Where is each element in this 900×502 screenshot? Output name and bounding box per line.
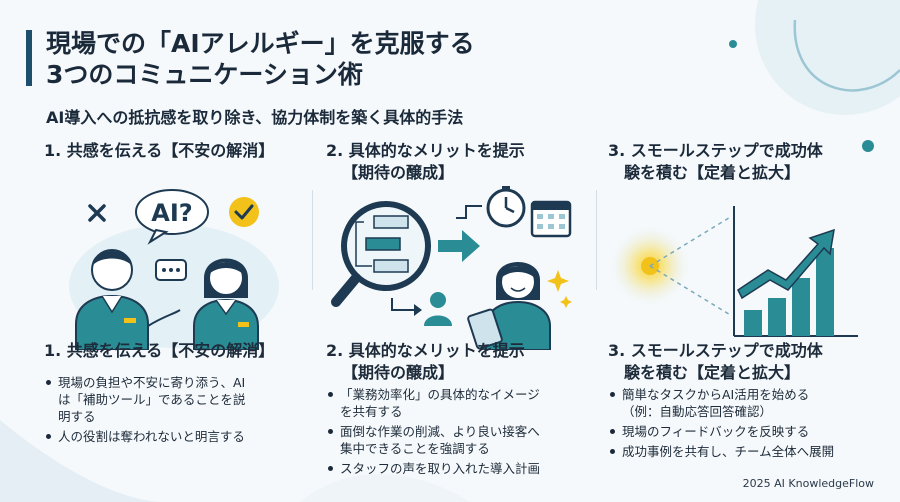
cross-icon bbox=[88, 204, 106, 222]
spark-light-icon bbox=[610, 215, 733, 317]
list-item: 面倒な作業の削減、より良い接客へ 集中できることを強調する bbox=[326, 423, 584, 457]
bullet-list: 「業務効率化」の具体的なイメージ を共有する 面倒な作業の削減、より良い接客へ … bbox=[326, 386, 584, 480]
calendar-icon bbox=[530, 200, 572, 238]
title-line-1: 現場での「AIアレルギー」を克服する bbox=[46, 29, 475, 58]
list-item: 現場のフィードバックを反映する bbox=[608, 423, 878, 440]
column-subheading: 1. 共感を伝える【不安の解消】 bbox=[44, 341, 275, 360]
list-item: 「業務効率化」の具体的なイメージ を共有する bbox=[326, 386, 584, 420]
arrow-right-icon bbox=[438, 230, 480, 262]
speech-bubble-icon: AI? bbox=[135, 189, 209, 245]
list-item: 現場の負担や不安に寄り添う、AI は「補助ツール」であることを説 明する bbox=[44, 374, 302, 425]
trend-arrow-icon bbox=[737, 228, 835, 300]
list-item: 簡単なタスクからAI活用を始める （例：自動応答回答確認） bbox=[608, 386, 878, 420]
bullet-list: 簡単なタスクからAI活用を始める （例：自動応答回答確認） 現場のフィードバック… bbox=[608, 386, 878, 463]
user-icon bbox=[391, 292, 452, 326]
column-benefits: 2. 具体的なメリットを提示 【期待の醸成】 bbox=[326, 140, 584, 476]
column-heading: 2. 具体的なメリットを提示 【期待の醸成】 bbox=[326, 141, 525, 182]
title-accent-bar bbox=[26, 30, 32, 86]
bubble-text: AI? bbox=[151, 199, 192, 227]
growth-illustration bbox=[610, 206, 858, 337]
column-divider bbox=[312, 190, 313, 290]
stopwatch-icon bbox=[486, 186, 526, 228]
page-title: 現場での「AIアレルギー」を克服する 3つのコミュニケーション術 bbox=[46, 28, 475, 90]
column-subheading: 3. スモールステップで成功体 験を積む【定着と拡大】 bbox=[608, 341, 823, 382]
list-item: 人の役割は奪われないと明言する bbox=[44, 428, 302, 445]
column-empathy: 1. 共感を伝える【不安の解消】 AI? bbox=[44, 140, 302, 475]
chat-icon bbox=[155, 259, 187, 281]
column-small-steps: 3. スモールステップで成功体 験を積む【定着と拡大】 3. ス bbox=[608, 140, 878, 475]
sparkle-icon bbox=[547, 270, 572, 308]
check-icon bbox=[229, 197, 259, 227]
column-heading: 1. 共感を伝える【不安の解消】 bbox=[44, 141, 275, 160]
female-staff-icon bbox=[193, 258, 259, 350]
list-item: スタッフの声を取り入れた導入計画 bbox=[326, 460, 584, 477]
footer-credit: 2025 AI KnowledgeFlow bbox=[742, 477, 874, 490]
magnifier-icon bbox=[331, 201, 431, 307]
page-subtitle: AI導入への抵抗感を取り除き、協力体制を築く具体的手法 bbox=[46, 108, 464, 127]
title-line-2: 3つのコミュニケーション術 bbox=[46, 60, 363, 89]
column-heading: 3. スモールステップで成功体 験を積む【定着と拡大】 bbox=[608, 141, 823, 182]
empathy-illustration: AI? bbox=[69, 189, 279, 350]
list-item: 成功事例を共有し、チーム全体へ展開 bbox=[608, 443, 878, 460]
staff-with-tablet-icon bbox=[467, 262, 551, 350]
bullet-list: 現場の負担や不安に寄り添う、AI は「補助ツール」であることを説 明する 人の役… bbox=[44, 374, 302, 448]
benefits-illustration bbox=[331, 186, 572, 350]
male-staff-icon bbox=[75, 249, 181, 350]
column-divider bbox=[596, 190, 597, 290]
growth-chart-icon bbox=[733, 206, 858, 337]
column-subheading: 2. 具体的なメリットを提示 【期待の醸成】 bbox=[326, 341, 525, 382]
